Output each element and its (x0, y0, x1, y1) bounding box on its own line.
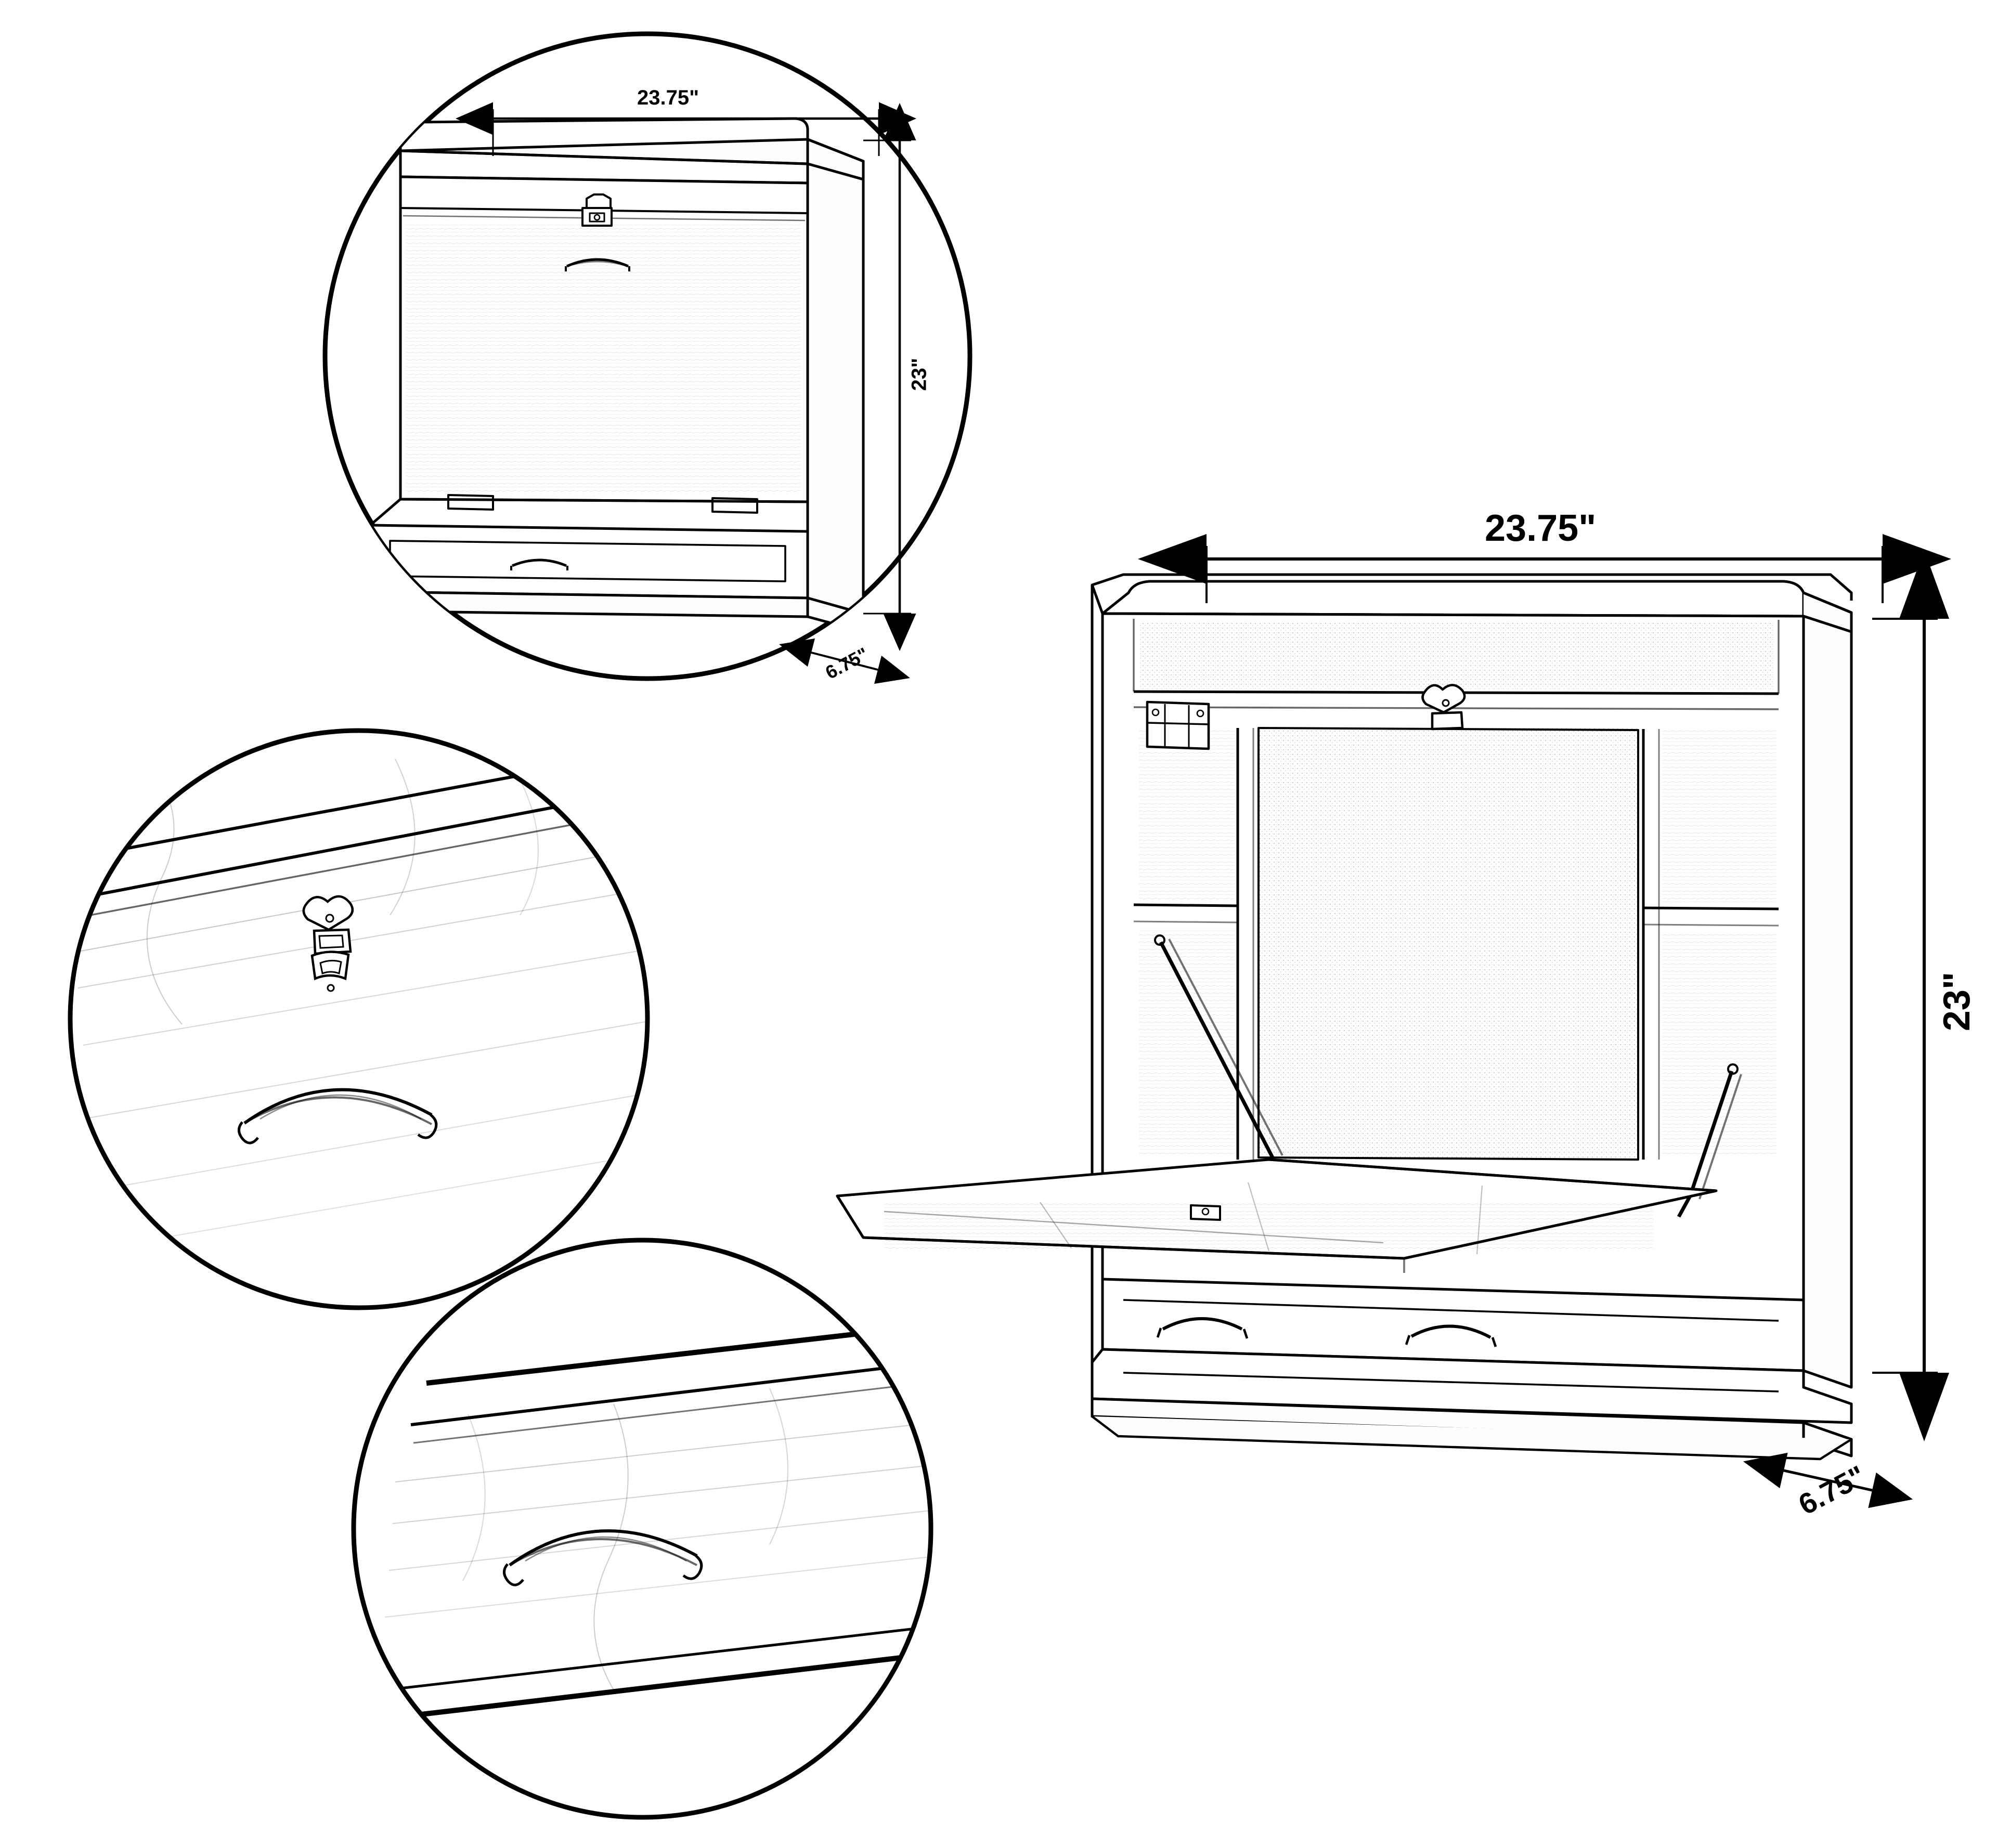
inset-width-dimension (456, 102, 916, 156)
main-depth-dimension (1743, 1452, 1913, 1508)
inset-height-label: 23" (907, 358, 931, 391)
open-desk-main-view (836, 534, 1951, 1508)
closed-desk-circle-callout (322, 31, 972, 684)
main-height-label: 23" (1936, 971, 1978, 1032)
inset-height-dimension (863, 103, 916, 651)
inset-width-label: 23.75" (637, 86, 699, 109)
drawer-handle-detail-callout (351, 1238, 933, 1820)
inset-depth-dimension (779, 638, 910, 684)
main-width-label: 23.75" (1485, 507, 1597, 549)
main-width-dimension (1138, 534, 1951, 603)
latch-and-handle-detail-callout (68, 728, 650, 1310)
main-height-dimension (1872, 550, 1949, 1441)
